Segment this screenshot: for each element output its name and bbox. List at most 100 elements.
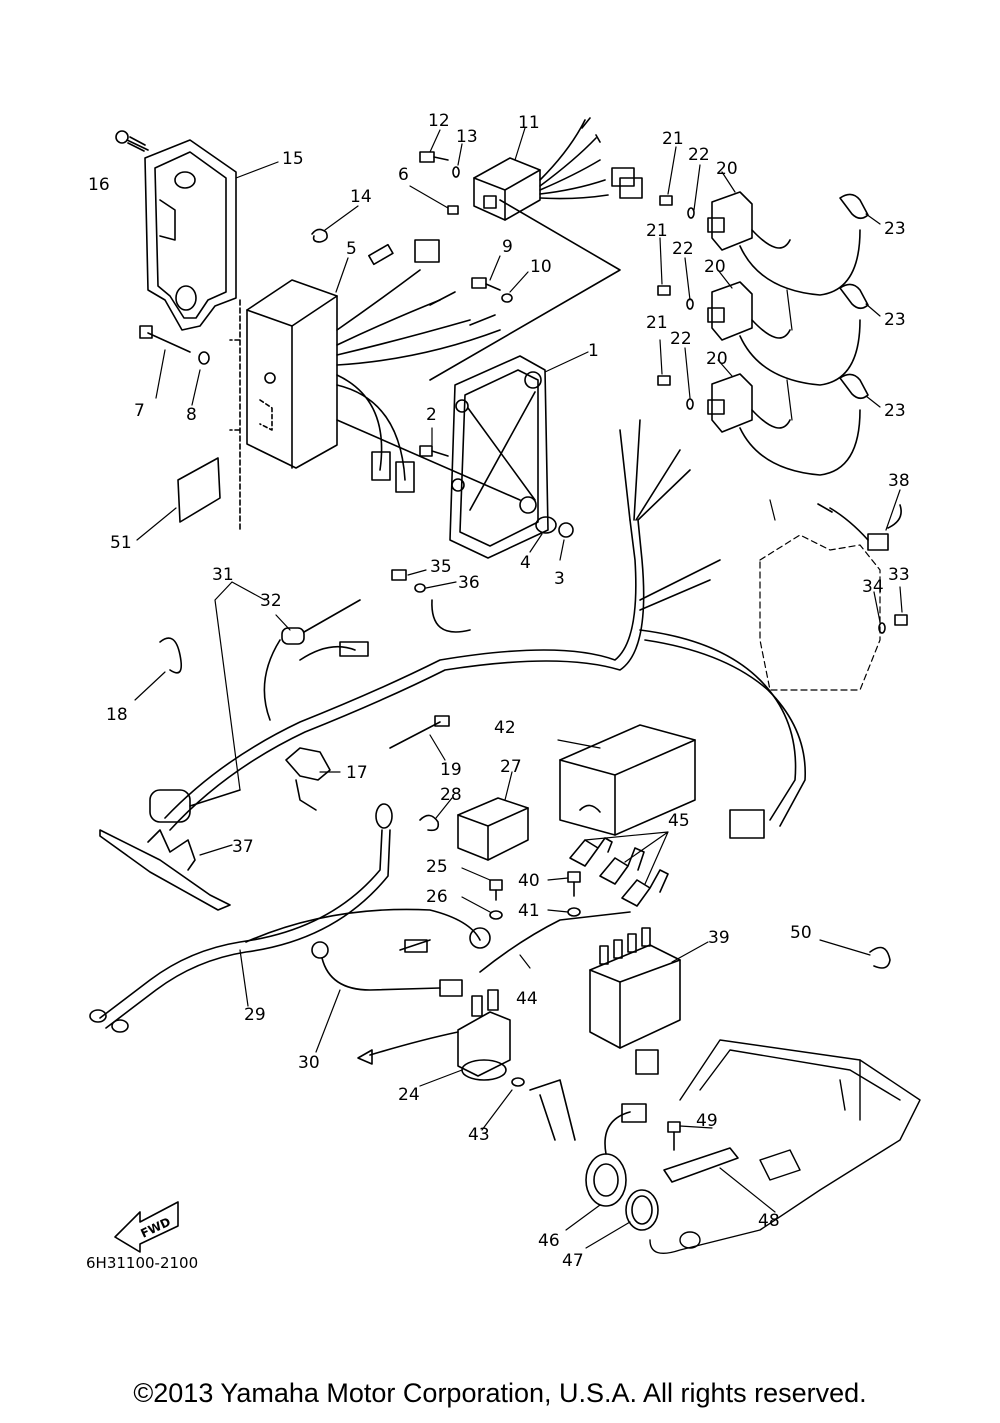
bolt-35 (391, 569, 407, 581)
label-48: 48 (758, 1211, 780, 1231)
label-16: 16 (88, 175, 110, 195)
label-27: 27 (500, 757, 522, 777)
label-17: 17 (346, 763, 368, 783)
label-21b: 21 (646, 221, 668, 241)
label-44: 44 (516, 989, 538, 1009)
washer-36 (414, 583, 426, 593)
label-19: 19 (440, 760, 462, 780)
label-49: 49 (696, 1111, 718, 1131)
label-40: 40 (518, 871, 540, 891)
grommet-47 (625, 1189, 659, 1231)
label-45: 45 (668, 811, 690, 831)
bolt-40 (567, 871, 581, 897)
label-5: 5 (346, 239, 357, 259)
caps-45 (569, 837, 669, 907)
lead-44 (479, 911, 631, 973)
label-13: 13 (456, 127, 478, 147)
label-38: 38 (888, 471, 910, 491)
screw-16 (115, 130, 149, 152)
reference-code: 6H31100-2100 (86, 1254, 198, 1272)
label-34: 34 (862, 577, 884, 597)
label-43: 43 (468, 1125, 490, 1145)
label-14: 14 (350, 187, 372, 207)
label-41: 41 (518, 901, 540, 921)
label-50: 50 (790, 923, 812, 943)
bolt-33 (894, 614, 908, 626)
bracket-48 (663, 1147, 739, 1183)
label-6: 6 (398, 165, 409, 185)
sensor-46 (585, 1103, 647, 1207)
cdi-unit (246, 239, 501, 493)
clip-50 (869, 946, 891, 969)
washer-10 (501, 293, 513, 303)
label-11: 11 (518, 113, 540, 133)
washer-8 (198, 351, 210, 365)
label-20b: 20 (704, 257, 726, 277)
screw-6 (447, 205, 459, 215)
label-8: 8 (186, 405, 197, 425)
harness-29 (89, 803, 491, 1033)
label-9: 9 (502, 237, 513, 257)
label-12: 12 (428, 111, 450, 131)
label-20c: 20 (706, 349, 728, 369)
washer-13 (452, 166, 460, 178)
fwd-arrow: FWD (114, 1201, 179, 1253)
bolt-49 (667, 1121, 681, 1151)
label-23b: 23 (884, 310, 906, 330)
label-2: 2 (426, 405, 437, 425)
battery-cable-30 (311, 941, 463, 997)
leader-lines (134, 127, 903, 1249)
ground-cable-43 (511, 1077, 576, 1141)
holder-37 (99, 829, 231, 911)
cable-tie-19 (389, 715, 450, 749)
main-harness (149, 419, 806, 839)
relay-block-39 (589, 927, 681, 1075)
label-21a: 21 (662, 129, 684, 149)
label-4: 4 (520, 553, 531, 573)
part-labels: 1 2 3 4 5 6 7 8 9 10 11 12 13 14 15 16 1… (86, 111, 910, 1272)
cover-42 (559, 724, 696, 836)
sensor-38 (817, 503, 902, 551)
rectifier-regulator (473, 117, 643, 221)
ignition-coil-lower (707, 373, 869, 476)
exploded-view: FWD (86, 111, 921, 1272)
label-35: 35 (430, 557, 452, 577)
cover-bracket (144, 139, 237, 331)
label-46: 46 (538, 1231, 560, 1251)
label-47: 47 (562, 1251, 584, 1271)
label-7: 7 (134, 401, 145, 421)
coil-bolts (657, 195, 673, 386)
washer-34 (878, 622, 886, 634)
clip-28 (419, 814, 440, 832)
bolt-12 (419, 151, 449, 163)
label-42: 42 (494, 718, 516, 738)
label-23c: 23 (884, 401, 906, 421)
copyright-notice: ©2013 Yamaha Motor Corporation, U.S.A. A… (133, 1378, 867, 1408)
label-51 (177, 457, 221, 523)
ignition-coil-upper (707, 191, 869, 296)
label-15: 15 (282, 149, 304, 169)
label-26: 26 (426, 887, 448, 907)
washer-3 (558, 522, 574, 538)
label-10: 10 (530, 257, 552, 277)
mounting-plate (449, 355, 549, 559)
bottom-cowling (649, 1039, 921, 1254)
label-22c: 22 (670, 329, 692, 349)
label-20a: 20 (716, 159, 738, 179)
washer-41 (567, 907, 581, 917)
sub-harness-32 (263, 599, 369, 721)
label-21c: 21 (646, 313, 668, 333)
label-23a: 23 (884, 219, 906, 239)
label-39: 39 (708, 928, 730, 948)
label-18: 18 (106, 705, 128, 725)
label-51: 51 (110, 533, 132, 553)
label-29: 29 (244, 1005, 266, 1025)
holder-17 (285, 747, 331, 811)
ignition-coil-middle (707, 281, 869, 386)
label-1: 1 (588, 341, 599, 361)
label-31: 31 (212, 565, 234, 585)
washer-26 (489, 910, 503, 920)
bolt-25 (489, 879, 503, 901)
label-22b: 22 (672, 239, 694, 259)
